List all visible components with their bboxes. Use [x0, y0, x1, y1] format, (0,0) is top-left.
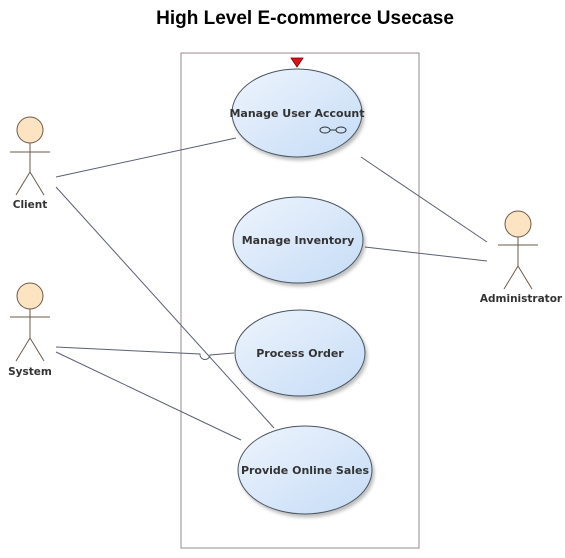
association-client-manage-user-account [55, 137, 237, 178]
actor-label: System [8, 366, 52, 378]
actor-client[interactable]: Client [10, 116, 50, 211]
use-case-process-order[interactable]: Process Order [234, 309, 366, 397]
use-case-ellipse [231, 68, 363, 158]
use-case-label: Manage Inventory [242, 234, 355, 247]
use-case-ellipse [234, 309, 366, 397]
association-system-provide-online-sales [55, 351, 242, 441]
boundary-marker-icon [290, 57, 304, 68]
association-client-provide-online-sales [55, 186, 275, 429]
system-boundary [180, 52, 420, 549]
use-case-label: Provide Online Sales [241, 464, 370, 477]
association-system-process-order [55, 346, 235, 361]
use-case-label: Manage User Account [229, 107, 364, 120]
use-case-ellipse [237, 425, 373, 515]
use-case-label: Process Order [256, 347, 344, 360]
actor-system[interactable]: System [8, 282, 52, 378]
stick-figure-icon [498, 210, 538, 290]
stick-figure-icon [10, 116, 50, 196]
actor-administrator[interactable]: Administrator [480, 210, 563, 305]
use-case-manage-user-account[interactable]: Manage User Account [229, 68, 365, 158]
use-case-ellipse [232, 196, 364, 284]
actor-label: Client [13, 199, 48, 211]
use-case-manage-inventory[interactable]: Manage Inventory [232, 196, 364, 284]
actor-label: Administrator [480, 293, 563, 305]
association-administrator-manage-user-account [360, 156, 488, 243]
associations [55, 137, 488, 441]
association-administrator-manage-inventory [364, 246, 488, 262]
composite-link-icon [319, 126, 347, 134]
stick-figure-icon [10, 282, 50, 362]
use-case-provide-online-sales[interactable]: Provide Online Sales [237, 425, 373, 515]
diagram-title: High Level E-commerce Usecase [156, 8, 454, 29]
